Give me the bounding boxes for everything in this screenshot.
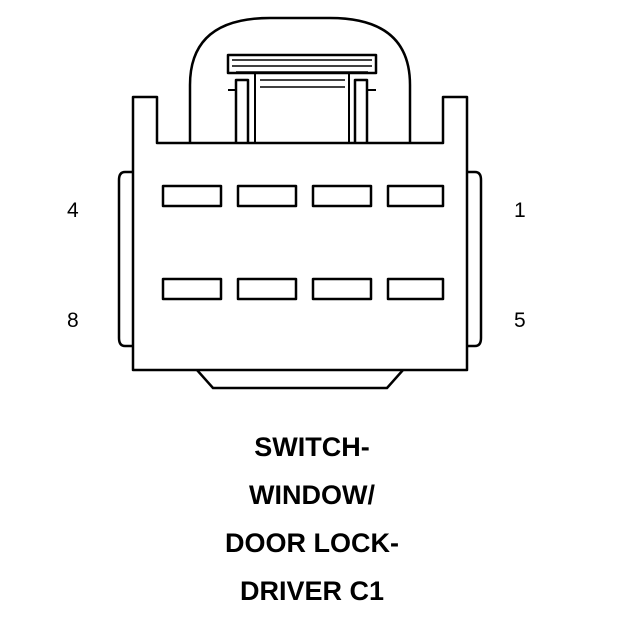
caption-line-4: DRIVER C1: [239, 576, 385, 606]
pin-cavity-2: [311, 184, 373, 208]
connector-latch-inner: [234, 78, 369, 143]
latch-lock-posts: [228, 73, 376, 143]
caption-line-3: DOOR LOCK-: [225, 528, 399, 558]
pin-cavity-4: [161, 184, 223, 208]
connector-caption: SWITCH- WINDOW/ DOOR LOCK- DRIVER C1: [0, 427, 624, 619]
pin-cavity-5: [386, 277, 445, 301]
left-side-tab: [117, 170, 133, 348]
pin-label-8: 8: [67, 309, 79, 332]
pin-cavity-3: [236, 184, 298, 208]
latch-lock-lines: [232, 59, 372, 88]
caption-line-2: WINDOW/: [249, 480, 375, 510]
pin-label-5: 5: [514, 309, 526, 332]
bottom-key: [196, 369, 404, 390]
connector-diagram: [117, 16, 483, 390]
pin-cavity-7: [236, 277, 298, 301]
caption-line-1: SWITCH-: [254, 432, 370, 462]
pin-label-4: 4: [67, 199, 79, 222]
pin-label-1: 1: [514, 199, 526, 222]
pin-cavity-8: [161, 277, 223, 301]
pin-cavity-1: [386, 184, 445, 208]
latch-lock-bar: [226, 53, 378, 75]
right-side-tab: [467, 170, 483, 348]
connector-housing: [131, 95, 469, 372]
pin-cavity-6: [311, 277, 373, 301]
connector-latch: [188, 16, 412, 143]
